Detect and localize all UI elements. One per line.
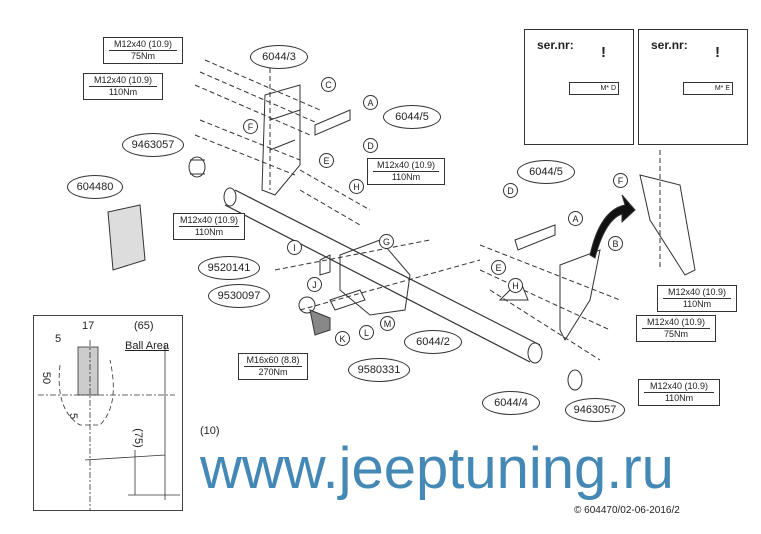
bolt-spec: M12x40 (10.9) [663,287,731,299]
curved-arrow [589,194,636,259]
part-9580331: 9580331 [348,358,410,382]
callout-c: C [321,77,336,92]
callout-k: K [335,331,350,346]
serial-tag: M* E [683,82,733,95]
part-9520141: 9520141 [198,256,260,280]
bolt-torque: 110Nm [194,227,224,237]
part-6044-2: 6044/2 [404,330,462,354]
bolt-axis-lines [194,59,661,361]
spacer-plate [329,289,366,311]
part-6044-4: 6044/4 [482,391,540,415]
bolt-spec-m12-75-right: M12x40 (10.9)75Nm [636,315,716,342]
right-plate [514,224,556,251]
serial-label: ser.nr: [537,38,574,52]
dim-5-top: 5 [55,333,62,345]
sleeve-left-body [190,159,205,175]
part-6044-5-left: 6044/5 [383,105,441,129]
bolt-spec-m16-270: M16x60 (8.8)270Nm [238,353,308,380]
part-9463057-left: 9463057 [122,133,184,157]
bolt-torque: 110Nm [108,87,138,97]
callout-h-right: H [508,278,523,293]
bolt-torque: 270Nm [258,367,288,377]
callout-b: B [608,236,623,251]
callout-e-right: E [491,260,506,275]
dim-65: (65) [134,320,154,332]
bracket-detail-right [639,174,696,276]
copyright: © 604470/02-06-2016/2 [574,505,680,516]
callout-a: A [363,95,378,110]
bolt-torque: 110Nm [391,172,421,182]
callout-f: F [243,119,258,134]
bolt-spec: M12x40 (10.9) [179,215,239,227]
crossbar-end-right [527,342,543,364]
serial-label: ser.nr: [651,38,688,52]
left-plate [314,109,351,136]
left-bracket [261,84,301,196]
left-bracket-flanges [269,109,301,151]
part-6044-5-right: 6044/5 [517,160,575,184]
towball-neck [309,309,331,336]
bolt-torque: 75Nm [130,51,155,61]
electric-kit [107,204,146,271]
dim-10: (10) [200,425,220,437]
part-9530097: 9530097 [208,284,270,308]
bolt-spec: M12x40 (10.9) [644,381,714,393]
right-bracket [559,249,601,342]
dim-17: 17 [82,320,95,332]
watermark: www.jeeptuning.ru [200,436,674,501]
bolt-spec-m12-110-right-bottom: M12x40 (10.9)110Nm [638,379,720,406]
inset-drawing [38,340,180,510]
ball-area-inset [33,315,183,511]
bolt-torque: 75Nm [663,329,688,339]
callout-i: I [287,240,302,255]
sleeve-left [188,156,206,178]
bolt-torque: 110Nm [682,299,712,309]
serial-warning-panel-d: ser.nr: ! M* D [524,29,634,145]
towball-ball [298,296,316,314]
sleeve-right [567,369,583,391]
bolt-torque: 110Nm [664,393,694,403]
crossbar-end [223,187,237,207]
bolt-spec: M12x40 (10.9) [642,317,710,329]
callout-d-right: D [503,183,518,198]
part-6044-3: 6044/3 [250,45,308,69]
dim-5-side: 5 [67,412,80,420]
callout-e: E [319,153,334,168]
dim-75: (75) [131,428,144,448]
bolt-spec-m12-110-left: M12x40 (10.9)110Nm [83,73,163,100]
ball-area-label: Ball Area [125,340,170,352]
bolt-spec: M16x60 (8.8) [244,355,302,367]
callout-m: M [380,316,395,331]
serial-warning-panel-e: ser.nr: ! M* E [638,29,748,145]
callout-a-right: A [568,211,583,226]
bolt-spec-m12-110-ballplate: M12x40 (10.9)110Nm [173,213,245,240]
center-bracket [339,239,411,316]
warning-icon: ! [601,44,606,61]
bolt-spec: M12x40 (10.9) [373,160,439,172]
callout-l: L [359,325,374,340]
bolt-spec-m12-75-left: M12x40 (10.9)75Nm [103,37,183,64]
dim-50: 50 [40,371,53,385]
callout-f-right: F [613,173,628,188]
serial-tag: M* D [569,82,619,95]
warning-icon: ! [715,44,720,61]
bolt-spec: M12x40 (10.9) [89,75,157,87]
bolt-spec-m12-110-right-top: M12x40 (10.9)110Nm [657,285,737,312]
callout-j: J [307,277,322,292]
crossbar-tube [224,189,541,363]
ball-plate [319,254,331,276]
callout-h: H [349,179,364,194]
bolt-spec: M12x40 (10.9) [109,39,177,51]
part-604480: 604480 [67,175,123,199]
callout-g: G [379,234,394,249]
callout-d: D [363,138,378,153]
bolt-spec-m12-110-center: M12x40 (10.9)110Nm [367,158,445,185]
part-9463057-right: 9463057 [565,398,625,422]
